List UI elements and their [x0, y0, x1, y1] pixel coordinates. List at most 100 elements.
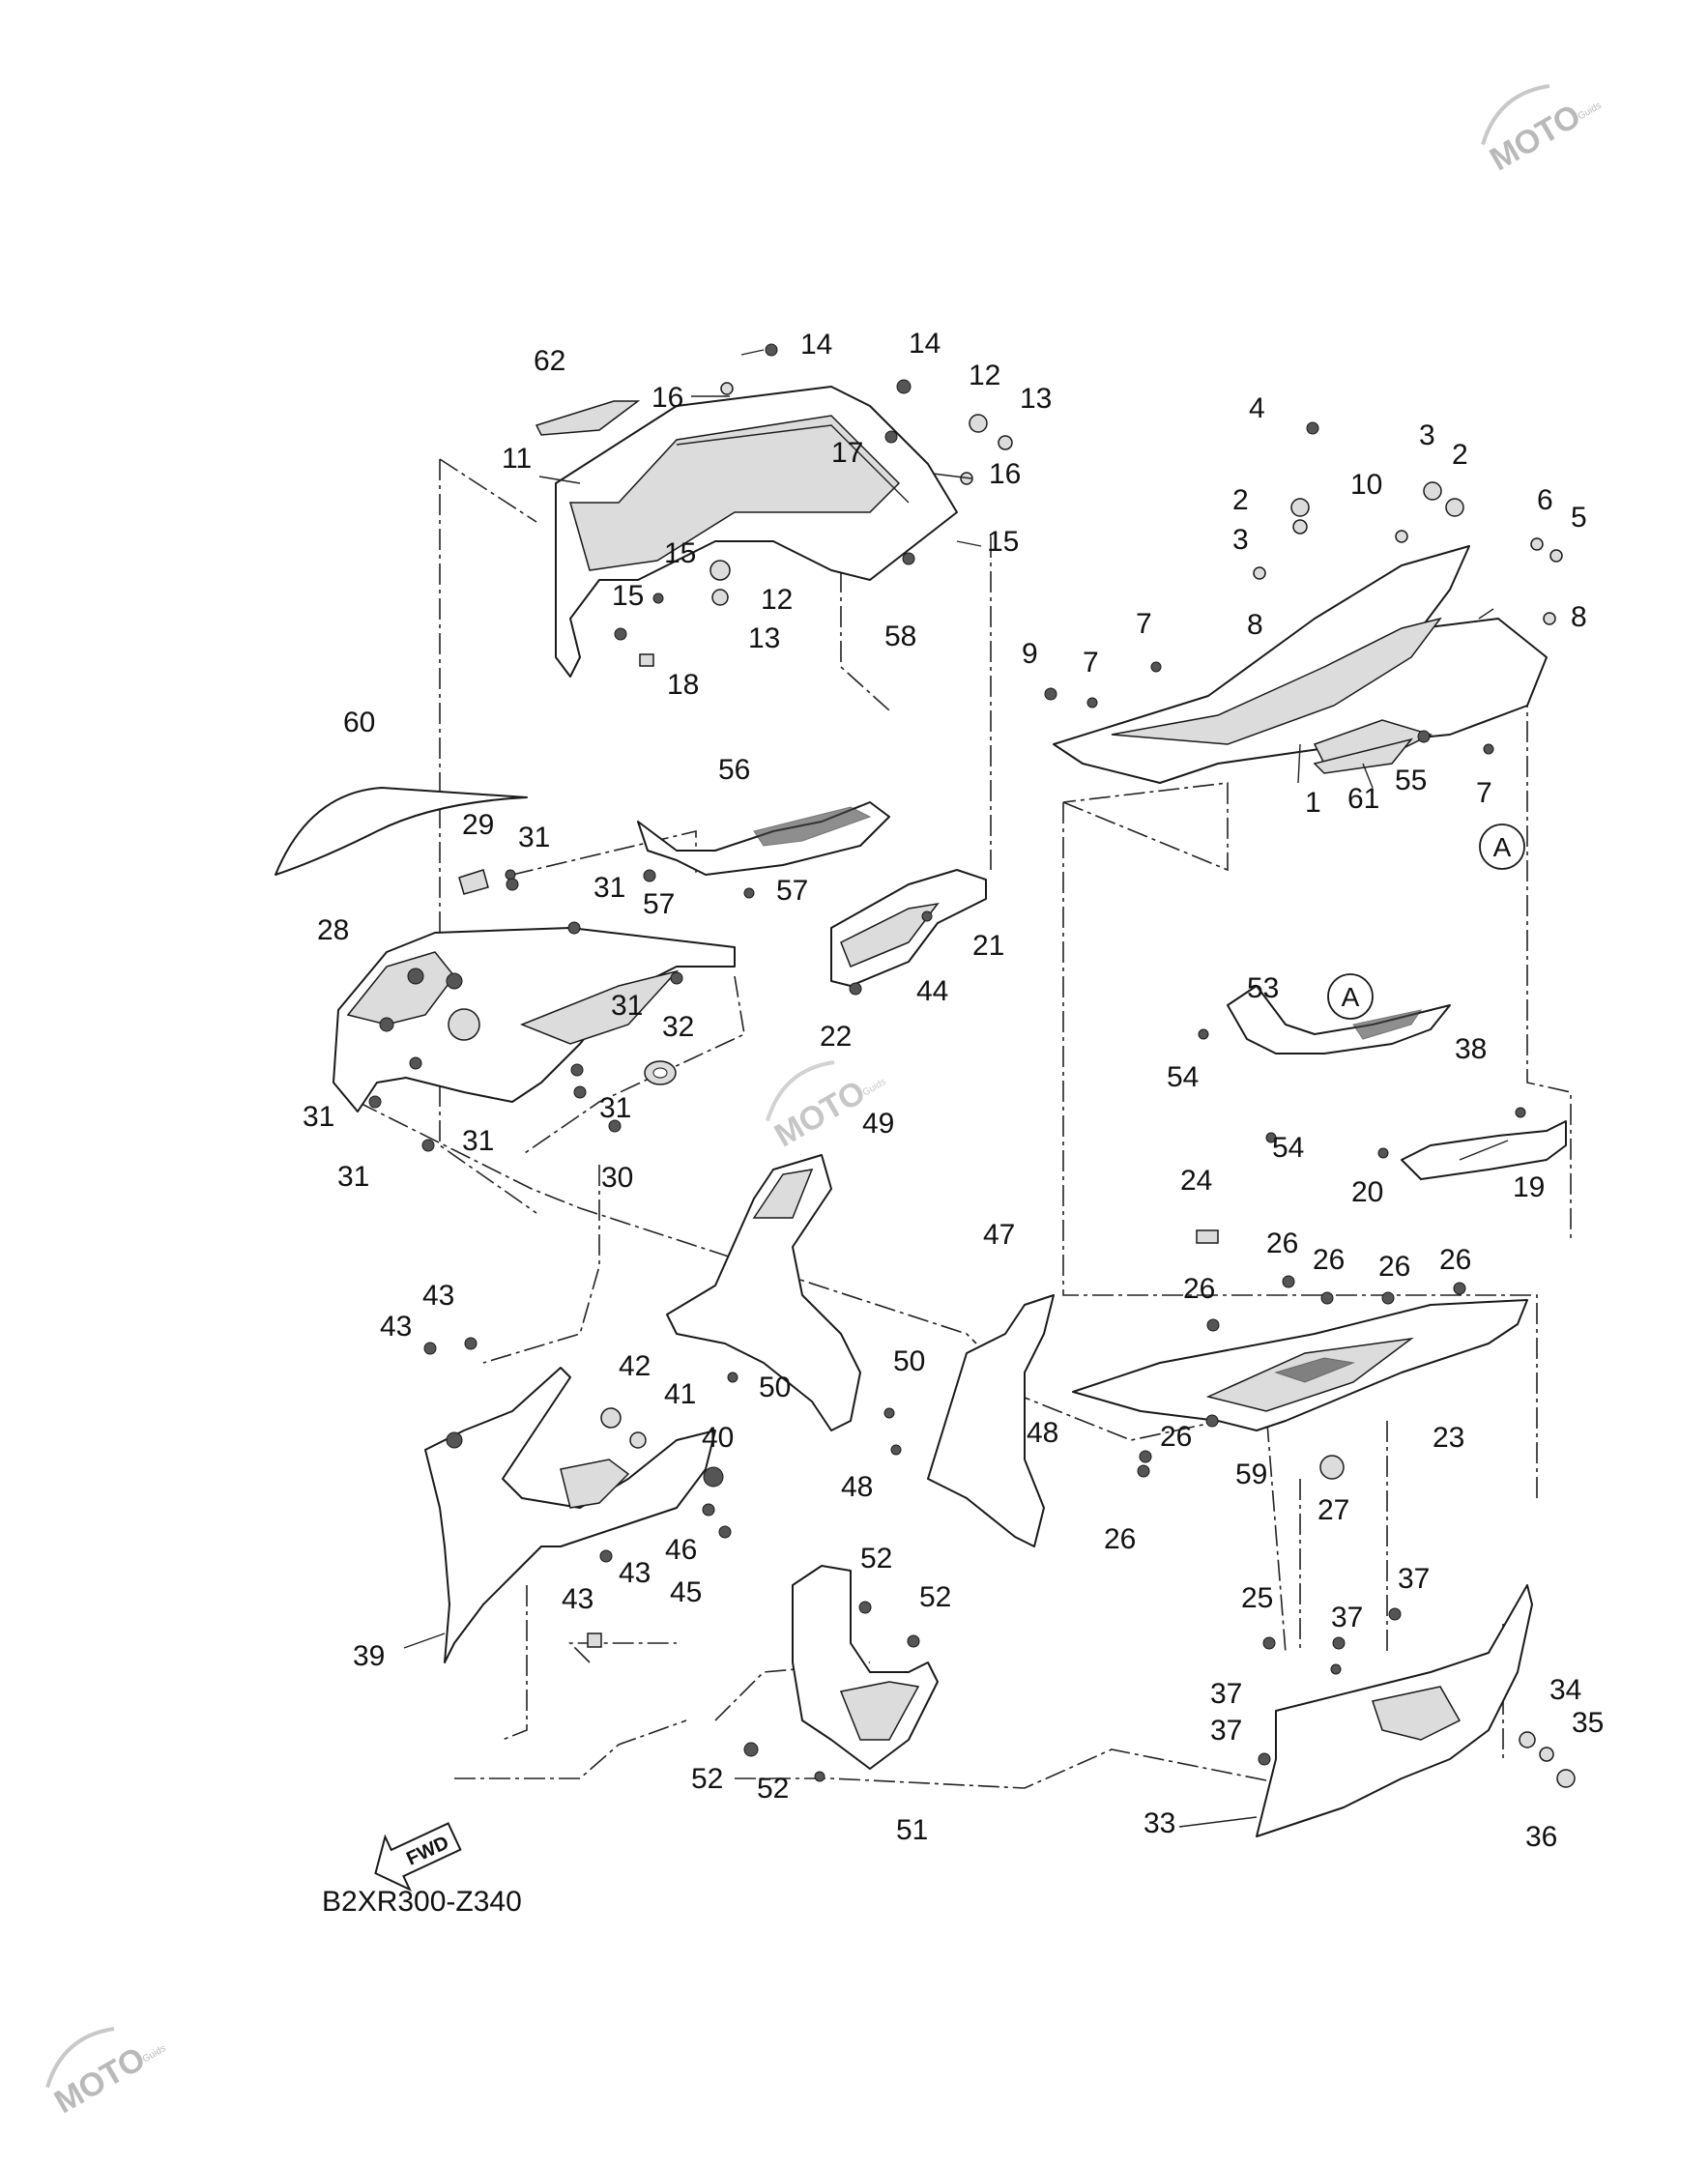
label-56: 56 — [718, 754, 750, 786]
label-1: 1 — [1305, 787, 1321, 819]
label-43: 43 — [619, 1557, 651, 1589]
part-49-inner-panel — [666, 1154, 861, 1431]
label-2: 2 — [1452, 439, 1468, 471]
part-28-inner-panel — [333, 927, 736, 1112]
label-26: 26 — [1104, 1523, 1136, 1555]
leader-lines — [403, 349, 1509, 1828]
label-52: 52 — [757, 1773, 789, 1805]
part-51-lower-panel — [792, 1565, 939, 1770]
label-31: 31 — [593, 872, 625, 904]
label-37: 37 — [1210, 1678, 1242, 1710]
part-60-trim — [275, 787, 528, 876]
part-53-side-cover — [1227, 985, 1451, 1055]
label-30: 30 — [601, 1162, 633, 1194]
label-51: 51 — [896, 1814, 928, 1846]
label-4: 4 — [1249, 392, 1265, 424]
label-38: 38 — [1455, 1033, 1487, 1065]
label-35: 35 — [1572, 1707, 1604, 1739]
label-26: 26 — [1160, 1421, 1192, 1453]
label-62: 62 — [534, 345, 565, 377]
label-5: 5 — [1571, 502, 1587, 534]
label-52: 52 — [919, 1581, 951, 1613]
label-16: 16 — [651, 382, 683, 414]
callout-a-upper: A — [1479, 823, 1525, 870]
label-26: 26 — [1439, 1244, 1471, 1276]
label-31: 31 — [518, 822, 550, 853]
callout-a-lower: A — [1327, 973, 1374, 1020]
label-12: 12 — [761, 584, 793, 616]
label-15: 15 — [664, 537, 696, 569]
callout-a-letter: A — [1493, 832, 1512, 862]
label-22: 22 — [820, 1021, 852, 1053]
label-13: 13 — [748, 622, 780, 654]
part-labels: 1 2 2 3 3 4 5 6 7 7 7 8 8 9 10 11 12 12 … — [303, 328, 1604, 1853]
label-11: 11 — [502, 443, 532, 475]
part-11-upper-cowl-left — [555, 386, 958, 678]
label-54: 54 — [1167, 1061, 1199, 1093]
label-9: 9 — [1022, 638, 1038, 670]
label-7: 7 — [1476, 777, 1492, 809]
label-57: 57 — [776, 875, 808, 907]
part-21-bracket — [830, 869, 987, 987]
label-7: 7 — [1083, 647, 1099, 679]
label-20: 20 — [1351, 1176, 1383, 1208]
label-15: 15 — [612, 580, 644, 612]
part-56-duct — [637, 801, 890, 876]
label-14: 14 — [909, 328, 941, 360]
label-37: 37 — [1210, 1715, 1242, 1747]
part-40-grommet — [703, 1466, 724, 1488]
label-43: 43 — [380, 1311, 412, 1343]
label-37: 37 — [1331, 1602, 1363, 1633]
label-8: 8 — [1247, 609, 1263, 641]
label-12: 12 — [969, 360, 1000, 391]
label-24: 24 — [1180, 1165, 1212, 1197]
label-46: 46 — [665, 1534, 697, 1566]
label-29: 29 — [462, 809, 494, 841]
label-50: 50 — [759, 1372, 791, 1403]
part-23-floor-panel — [1072, 1299, 1528, 1431]
fasteners — [368, 343, 1576, 1788]
label-40: 40 — [702, 1422, 734, 1454]
label-26: 26 — [1266, 1228, 1298, 1259]
label-16: 16 — [989, 458, 1021, 490]
part-61-decal — [1313, 737, 1413, 774]
label-8: 8 — [1571, 601, 1587, 633]
part-33-under-cowl — [1256, 1584, 1533, 1837]
label-32: 32 — [662, 1011, 694, 1043]
part-39-lower-panel — [424, 1367, 716, 1663]
label-6: 6 — [1537, 484, 1553, 516]
label-44: 44 — [916, 975, 948, 1007]
label-3: 3 — [1232, 524, 1249, 556]
label-50: 50 — [893, 1345, 925, 1377]
label-15: 15 — [987, 526, 1019, 558]
label-31: 31 — [303, 1101, 334, 1133]
label-48: 48 — [1027, 1417, 1058, 1449]
label-41: 41 — [664, 1378, 696, 1410]
label-31: 31 — [462, 1125, 494, 1157]
label-28: 28 — [317, 914, 349, 946]
label-31: 31 — [337, 1161, 369, 1193]
part-47-inner-panel — [927, 1294, 1055, 1547]
label-26: 26 — [1378, 1251, 1410, 1283]
label-60: 60 — [343, 707, 375, 738]
label-31: 31 — [599, 1092, 631, 1124]
label-10: 10 — [1350, 469, 1382, 501]
label-17: 17 — [831, 437, 863, 469]
label-3: 3 — [1419, 419, 1435, 451]
label-58: 58 — [884, 621, 916, 652]
label-52: 52 — [691, 1763, 723, 1795]
label-2: 2 — [1232, 484, 1249, 516]
watermark-top-right: MOTO Guids — [1481, 84, 1604, 178]
label-23: 23 — [1433, 1422, 1464, 1454]
label-13: 13 — [1020, 383, 1052, 415]
label-52: 52 — [860, 1543, 892, 1575]
watermark-bottom-left: MOTO Guids — [45, 2027, 168, 2121]
label-39: 39 — [353, 1640, 385, 1672]
watermark-sub-text: Guids — [141, 2043, 168, 2066]
label-37: 37 — [1398, 1563, 1430, 1595]
label-42: 42 — [619, 1350, 651, 1382]
label-59: 59 — [1235, 1459, 1267, 1490]
label-14: 14 — [800, 329, 832, 361]
part-1-upper-cowl-right — [1053, 545, 1548, 784]
